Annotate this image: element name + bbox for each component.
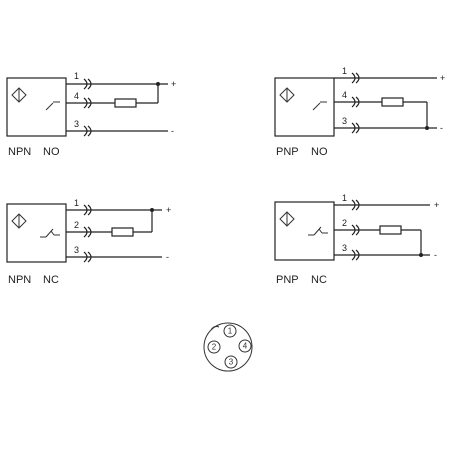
pin-label: 3 [342,243,347,253]
sensor-icon [279,87,295,103]
sensor-icon [279,211,295,227]
supply-minus: - [166,252,169,262]
switch-nc-icon [40,228,60,238]
output-type-label: NPN [8,146,31,158]
pin-label: 2 [342,218,347,228]
diagram-npn-no: 1 4 3 + - NPN NO [6,71,176,158]
sensor-body [274,201,335,261]
supply-minus: - [171,126,174,136]
pin-label: 1 [74,198,79,208]
load-resistor [381,97,404,107]
connector-outline [203,322,253,372]
switch-no-icon [312,101,327,111]
svg-text:2: 2 [212,343,217,352]
switch-nc-icon [308,226,328,236]
supply-plus: + [440,73,445,83]
pin-label: 1 [342,66,347,76]
supply-minus: - [440,123,443,133]
connector-pinout: 1 2 3 4 [203,322,253,372]
junction-dot [150,208,154,212]
pin-label: 1 [342,193,347,203]
supply-plus: + [171,79,176,89]
switch-no-icon [45,101,60,111]
sensor-icon [11,213,27,229]
pin-label: 3 [74,119,79,129]
pin-label: 1 [74,71,79,81]
sensor-body [6,203,67,263]
connector-pin-3: 3 [224,355,238,369]
supply-plus: + [166,205,171,215]
pin-label: 3 [342,116,347,126]
sensor-body [6,77,67,137]
sensor-icon [11,87,27,103]
connector-key-notch [210,325,220,331]
diagram-pnp-no: 1 4 3 + - PNP NO [274,66,445,158]
svg-text:4: 4 [243,342,248,351]
connector-pin-1: 1 [223,324,237,338]
sensor-body [274,77,335,137]
output-type-label: NPN [8,274,31,286]
supply-plus: + [434,200,439,210]
load-resistor [114,98,137,108]
switch-mode-label: NC [43,274,59,286]
load-resistor [111,227,134,237]
connector-pin-2: 2 [207,340,221,354]
svg-text:3: 3 [229,358,234,367]
output-type-label: PNP [276,274,299,286]
junction-dot [156,82,160,86]
pin-label: 3 [74,245,79,255]
svg-text:1: 1 [228,327,233,336]
switch-mode-label: NO [311,146,328,158]
output-type-label: PNP [276,146,299,158]
pin-label: 4 [342,90,347,100]
pin-label: 2 [74,220,79,230]
pin-label: 4 [74,91,79,101]
switch-mode-label: NC [311,274,327,286]
diagram-pnp-nc: 1 2 3 + - PNP NC [274,193,439,286]
connector-pin-4: 4 [238,339,252,353]
load-resistor [379,225,402,235]
supply-minus: - [434,250,437,260]
switch-mode-label: NO [43,146,60,158]
diagram-npn-nc: 1 2 3 + - NPN NC [6,198,171,286]
